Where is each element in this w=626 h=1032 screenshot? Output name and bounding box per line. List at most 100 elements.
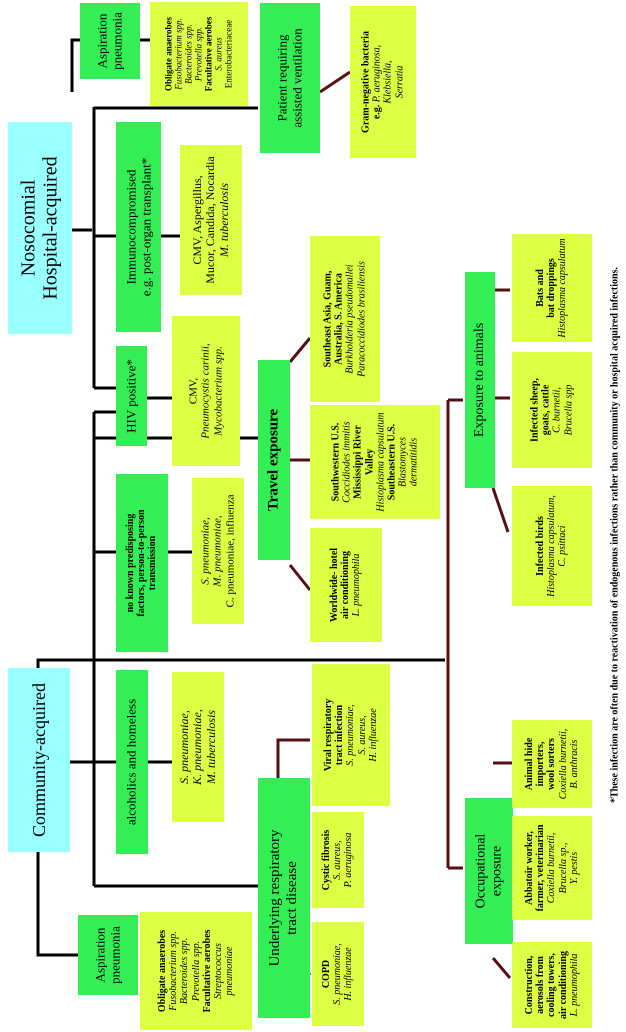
community-root: Community-acquired [8, 668, 70, 852]
connector-animals-birds [491, 487, 510, 533]
organism-line: C. burnetii, [552, 387, 563, 433]
organism-line: Bacteroides spp. [183, 24, 194, 84]
organism-line: Brucella spp [563, 384, 575, 436]
organism-line: S. aureus, [356, 715, 368, 755]
organism-line: dermatitidis [408, 437, 420, 487]
organism-line: Blastomyces [397, 437, 409, 488]
nosocomial-connectors [70, 38, 258, 400]
organism-line: Gram-negative bacteria [360, 31, 372, 133]
organism-line: Pneumocystis carinii, [199, 343, 212, 439]
organism-line: Prevotella spp. [193, 26, 204, 82]
footnote: *These infection are often due to reacti… [605, 150, 625, 920]
hiv-box: HIV positive* [116, 346, 147, 446]
aspiration-label-2: pneumonia [107, 926, 122, 984]
organism-line: M. pneumoniae, [211, 515, 224, 587]
animals-sheep-box: Infected sheep, goats, cattle C. burneti… [512, 352, 592, 468]
alcoholics-box: alcoholics and homeless [116, 670, 148, 854]
organism-line: Coxiella burnetii, [557, 728, 569, 800]
organism-line: S. aureus, [332, 840, 344, 880]
organism-line: farmer, veterinarian [535, 824, 547, 912]
organism-line: Bacteroides spp. [179, 937, 191, 1005]
organism-line: S. pneumoniae, [176, 710, 191, 784]
travel-southeast-asia-box: Southeast Asia, Guam, Australia, S. Amer… [310, 236, 380, 402]
nosocomial-root-line-2: Hospital-acquired [40, 156, 62, 300]
occupational-hide-box: Animal hide importers, wool sorters Coxi… [512, 720, 592, 808]
organism-line: tract infection [334, 704, 346, 766]
no-factors-label-1: no known predisposing [125, 513, 137, 613]
organism-line: M. tuberculosis [203, 709, 218, 785]
hiv-organisms: CMV, Pneumocystis carinii, Mycobacterium… [172, 316, 240, 466]
organism-line: Brucella sp., [557, 842, 569, 894]
organism-line: Construction, [524, 955, 536, 1015]
hiv-label: HIV positive* [123, 359, 139, 433]
organism-line: Y. pestis [568, 851, 580, 885]
nosocomial-root-line-1: Nosocomial [17, 179, 40, 277]
animals-bats-box: Bats and bat droppings Histoplasma capsu… [512, 234, 592, 342]
organism-line: C. pneumoniae, influenza [224, 494, 237, 608]
connector-travel-se [288, 337, 312, 363]
organism-line: Southwestern U.S. [330, 422, 342, 502]
animals-birds-box: Infected birds Histoplasma capsulatum, C… [512, 486, 592, 606]
organism-line: wool sorters [546, 738, 558, 790]
organism-line: P. aeruginosa [343, 832, 355, 888]
organism-line: Cystic fibrosis [321, 829, 333, 891]
organism-line: CMV, Aspergillus, [189, 175, 204, 265]
connector-noso-trunk-h [70, 38, 80, 92]
connector-travel-ww [288, 564, 312, 591]
travel-us-box: Southwestern U.S. Coccidiodes immitis Mi… [310, 405, 440, 519]
organism-line: C. psittaci [557, 525, 569, 567]
organism-line: Bats and [535, 269, 547, 307]
organism-line: air conditioning [340, 551, 352, 619]
alcoholics-label: alcoholics and homeless [123, 698, 139, 826]
occupational-label-2: exposure [489, 845, 504, 897]
organism-line: Southeastern U.S. [386, 423, 398, 501]
connector-occ-construction [491, 957, 512, 979]
organism-line: pneumoniae [223, 946, 235, 996]
organism-line: Mycobacterium spp. [212, 346, 225, 436]
respiratory-label-2: tract disease [284, 861, 300, 935]
organism-line: Coccidiodes immitis [341, 421, 353, 503]
organism-line: B. anthracis [568, 739, 580, 789]
organism-line: aerosols from [535, 956, 547, 1014]
ventilation-label-1: Patient requiring [274, 34, 290, 122]
organism-line: Fusobacterium spp. [168, 931, 180, 1011]
organism-line: Mucor, Candida, Nocardia [203, 156, 218, 284]
organism-line: Animal hide [524, 737, 536, 791]
organism-line: M. tuberculosis [216, 182, 231, 258]
immuno-label-1: Immunocompromised [122, 169, 138, 285]
organism-line: L. pneumophila [351, 553, 363, 617]
community-root-label: Community-acquired [28, 683, 49, 837]
organism-line: H. influenzae [367, 708, 379, 762]
organism-line: importers, [535, 741, 547, 787]
organism-line: cooling towers, [546, 953, 558, 1017]
cystic-fibrosis-box: Cystic fibrosis S. aureus, P. aeruginosa [312, 812, 364, 908]
organism-line: S. pneumoniae, [332, 943, 344, 1005]
organism-line: H. influenzae [343, 947, 355, 1001]
community-aspiration-organisms: Obligate anaerobes Fusobacterium spp. Ba… [140, 912, 252, 1030]
organism-line: Histoplasma capsulatum [557, 238, 569, 338]
footnote-text: *These infection are often due to reacti… [609, 266, 621, 804]
organism-line: Fusobacterium spp. [173, 18, 184, 90]
organism-line: S. pneumoniae, [199, 517, 212, 585]
organism-line: Coxiella burnetii, [546, 832, 558, 904]
organism-line: Viral respiratory [323, 698, 335, 772]
organism-line: Infected sheep, [529, 378, 541, 442]
organism-line: Southeast Asia, Guam, [322, 270, 334, 368]
organism-line: air conditioning [557, 951, 569, 1019]
organism-line: Prevotella spp. [190, 940, 202, 1002]
travel-label: Travel exposure [265, 408, 282, 512]
occupational-abattoir-box: Abbatoir worker, farmer, veterinarian Co… [512, 816, 592, 920]
respiratory-label-1: Underlying respiratory [267, 829, 284, 967]
organism-line: Australia, S. America [333, 273, 345, 365]
organism-line: Mississippi River [352, 425, 364, 499]
organism-line: K. pneumoniae, [190, 709, 205, 785]
organism-line: CMV, [187, 377, 200, 405]
immuno-label-2: e.g. post-organ transplant* [137, 157, 153, 297]
organism-line: Burkholderia pseudomallei [345, 264, 356, 374]
organism-line: Valley [363, 448, 375, 476]
nosocomial-aspiration-organisms: Obligate anaerobes Fusobacterium spp. Ba… [150, 2, 248, 106]
organism-line: bat droppings [546, 258, 558, 318]
